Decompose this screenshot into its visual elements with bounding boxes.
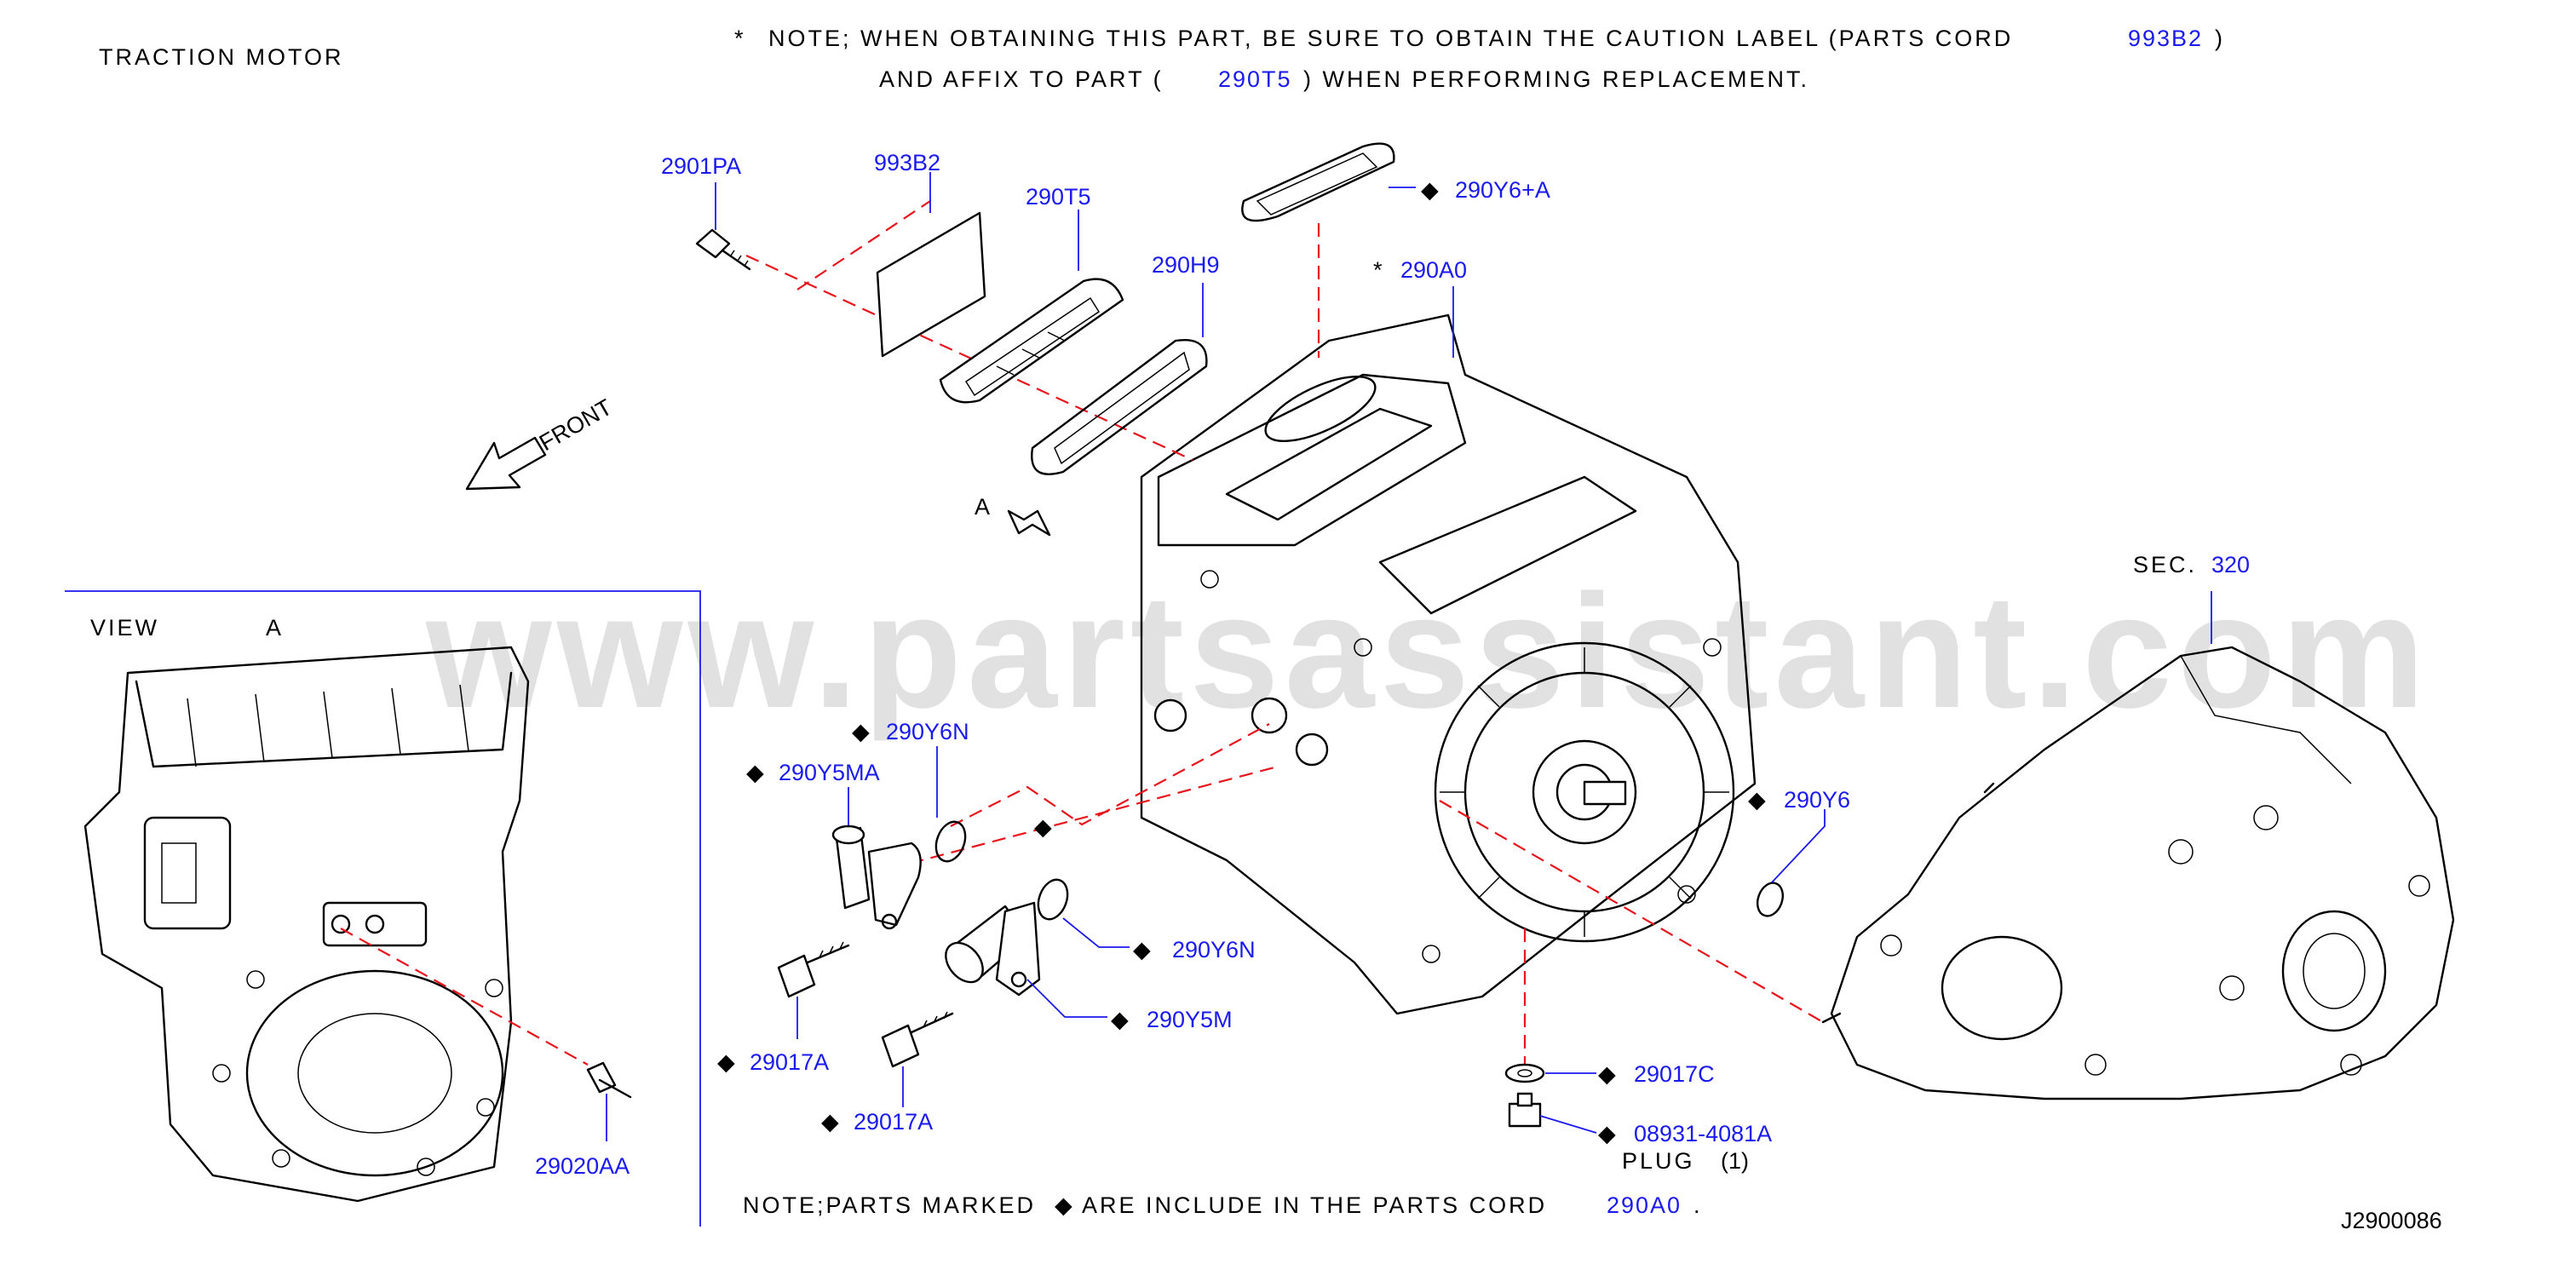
label-290Y6N-top[interactable]: 290Y6N [886,719,969,744]
label-2901PA[interactable]: 2901PA [661,153,741,179]
dashline-label-ref [796,200,931,290]
diamond-08931: ◆ [1598,1121,1616,1146]
front-label: FRONT [535,394,617,456]
diamond-29017C: ◆ [1598,1061,1616,1087]
note-line2-suffix: ) WHEN PERFORMING REPLACEMENT. [1303,66,1809,92]
diamond-290Y5MA: ◆ [746,760,764,785]
diamond-290Y6N-top: ◆ [852,719,870,744]
label-290Y6A[interactable]: 290Y6+A [1455,177,1550,203]
cover-290T5-icon [939,278,1124,404]
gasket-290H9-icon [1031,338,1208,475]
diamond-29017A-1: ◆ [717,1049,735,1075]
label-290Y5MA[interactable]: 290Y5MA [779,760,880,785]
watermark: www.partsassistant.com [425,561,2430,742]
view-a-letter: A [266,615,284,641]
bottom-note-diamond: ◆ [1055,1192,1072,1218]
bottom-note-code[interactable]: 290A0 [1607,1192,1682,1218]
o-ring-290Y6N-top-icon [934,820,967,863]
diamond-290Y6A: ◆ [1421,177,1439,203]
label-290Y6[interactable]: 290Y6 [1784,787,1850,813]
label-290A0[interactable]: 290A0 [1400,257,1467,283]
cover-gasket-290Y6A-icon [1241,142,1395,222]
note-line2-code[interactable]: 290T5 [1218,66,1292,92]
view-a-dashline [340,928,589,1066]
view-a-frame [65,590,701,1227]
leader-290Y6 [1771,809,1826,883]
water-outlet-290Y5MA-icon [831,824,922,930]
view-a-arrow-icon [1007,509,1051,537]
label-29020AA[interactable]: 29020AA [535,1153,630,1179]
water-inlet-290Y5M-icon [945,901,1041,997]
note-line1-text: NOTE; WHEN OBTAINING THIS PART, BE SURE … [768,26,2013,51]
bolt-29020AA-icon [586,1061,632,1099]
bolt-29017A-2-icon [881,1011,954,1068]
label-29017A-2[interactable]: 29017A [854,1109,933,1135]
caution-label-993B2-icon [876,211,986,358]
traction-motor-housing [1140,313,1757,1015]
dashline-top-assembly [745,254,1193,462]
drain-plug-icon [1508,1092,1542,1128]
label-290H9[interactable]: 290H9 [1152,252,1220,278]
bolt-29017A-1-icon [777,941,850,998]
note-line1-close: ) [2215,26,2225,51]
leader-08931 [1539,1115,1597,1134]
leader-290Y5M [1026,979,1107,1018]
section-title: TRACTION MOTOR [99,44,344,70]
o-ring-290Y6-icon [1756,882,1785,917]
sec-code[interactable]: 320 [2211,552,2250,577]
plug-quantity: (1) [1721,1148,1749,1174]
label-290T5[interactable]: 290T5 [1026,184,1091,210]
note-star: * [734,26,744,51]
o-ring-290Y6N-mid-icon [1037,878,1069,921]
asterisk-290A0: * [1373,257,1383,283]
diamond-290Y6N-mid: ◆ [1133,937,1151,962]
diamond-290Y6: ◆ [1748,787,1766,813]
diamond-290Y5M: ◆ [1111,1007,1129,1032]
transaxle-drawing [1821,646,2455,1100]
washer-29017C-icon [1504,1063,1545,1083]
note-line1-code[interactable]: 993B2 [2128,26,2203,51]
diagram-id: J2900086 [2341,1208,2442,1233]
bottom-note-middle: ARE INCLUDE IN THE PARTS CORD [1082,1192,1547,1218]
bottom-note-text: NOTE;PARTS MARKED [743,1192,1036,1218]
label-29017A-1[interactable]: 29017A [750,1049,829,1075]
label-08931-4081A[interactable]: 08931-4081A [1634,1121,1772,1146]
diamond-290Y6N-mid-top: ◆ [1034,814,1052,840]
diamond-29017A-2: ◆ [821,1109,839,1135]
front-arrow-icon [465,436,547,491]
dashline-lower-fitting [888,765,1279,870]
dashline-to-transaxle [1439,800,1824,1023]
bottom-note-period: . [1693,1192,1700,1218]
label-290Y6N-mid[interactable]: 290Y6N [1172,937,1256,962]
view-a-motor-drawing [83,646,530,1203]
label-290Y5M[interactable]: 290Y5M [1147,1007,1233,1032]
plug-label: PLUG [1622,1148,1695,1174]
sec-label: SEC. [2133,552,2197,577]
bolt-2901PA-icon [695,228,751,271]
leader-290Y6N-mid [1062,917,1130,948]
note-line2-text: AND AFFIX TO PART ( [879,66,1164,92]
view-a-label: VIEW [90,615,159,641]
label-993B2[interactable]: 993B2 [874,150,940,175]
label-29017C[interactable]: 29017C [1634,1061,1715,1087]
view-a-arrow-label: A [975,494,990,520]
dashline-upper-fitting [950,723,1270,827]
